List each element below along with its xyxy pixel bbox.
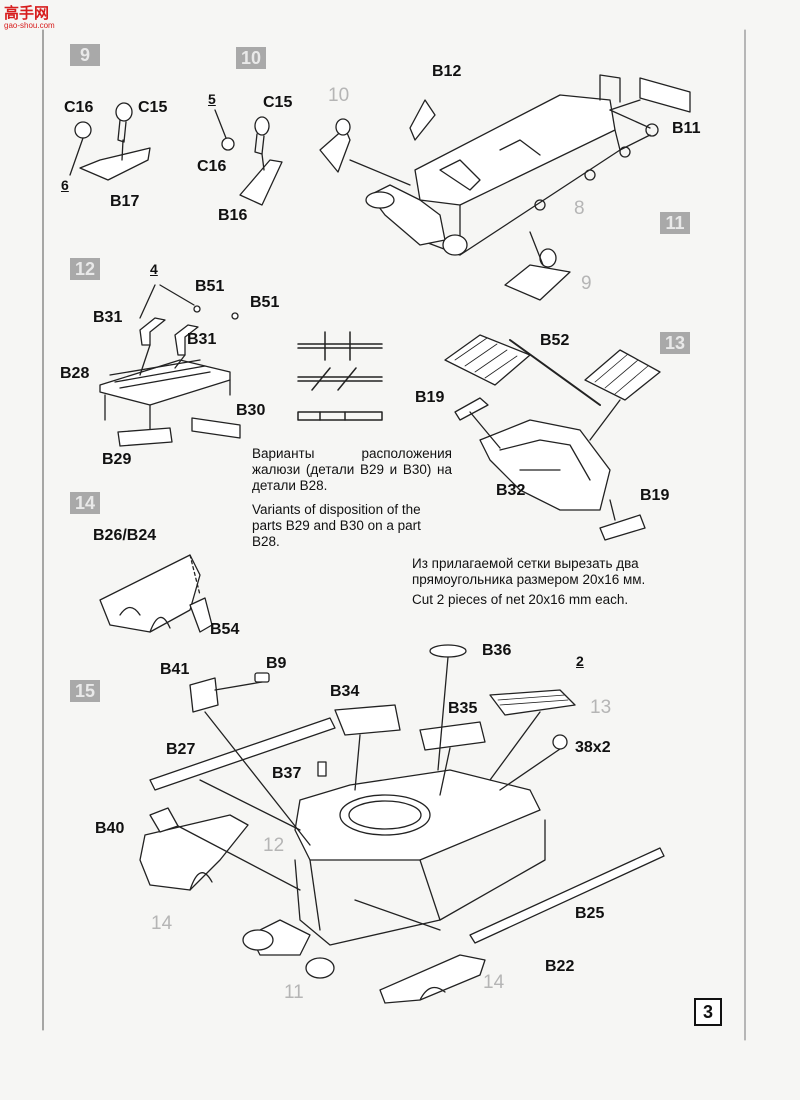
ref-step-14: 14: [151, 913, 173, 934]
part-label-b36: B36: [482, 642, 512, 659]
part-label-b26-b24: B26/B24: [93, 527, 157, 544]
step-badge-9: 9: [70, 44, 100, 66]
step-badge-10: 10: [236, 47, 266, 69]
part-label-c15: C15: [138, 99, 168, 116]
part-label-c16: C16: [64, 99, 94, 116]
quantity-2: 2: [576, 653, 584, 669]
ref-step-12: 12: [263, 835, 285, 856]
step-badge-11: 11: [660, 212, 690, 234]
quantity-5: 5: [208, 91, 216, 107]
part-label-b12: B12: [432, 63, 462, 80]
ref-step-9: 9: [581, 273, 592, 294]
part-label-b28: B28: [60, 365, 90, 382]
part-label-b31: B31: [187, 331, 217, 348]
part-label-b31: B31: [93, 309, 123, 326]
part-label-b19: B19: [640, 487, 670, 504]
note-net-en: Cut 2 pieces of net 20x16 mm each.: [412, 592, 629, 607]
part-label-38x2: 38x2: [575, 739, 611, 756]
ref-step-10: 10: [328, 85, 350, 106]
part-label-b35: B35: [448, 700, 478, 717]
quantity-4: 4: [150, 261, 158, 277]
part-label-b22: B22: [545, 958, 575, 975]
ref-step-14: 14: [483, 972, 505, 993]
note-louver-ru: Варианты расположения жалюзи (детали B29…: [252, 446, 452, 493]
part-label-b9: B9: [266, 655, 287, 672]
step14-fender-drawing: [99, 554, 213, 633]
louver-variants-diagram: [297, 331, 383, 421]
part-label-b34: B34: [330, 683, 360, 700]
part-label-b41: B41: [160, 661, 190, 678]
part-label-b19: B19: [415, 389, 445, 406]
note-net-ru: Из прилагаемой сетки вырезать два прямоу…: [412, 556, 646, 587]
part-label-b51: B51: [250, 294, 280, 311]
part-label-c15: C15: [263, 94, 293, 111]
watermark-site: gao-shou.com: [4, 21, 55, 30]
ref-step-11: 11: [284, 982, 304, 1003]
part-label-b32: B32: [496, 482, 526, 499]
watermark-logo: 高手网 gao-shou.com: [4, 6, 55, 30]
part-label-b25: B25: [575, 905, 605, 922]
step-badge-15: 15: [70, 680, 100, 702]
part-label-b54: B54: [210, 621, 240, 638]
quantity-6: 6: [61, 177, 69, 193]
part-label-b29: B29: [102, 451, 132, 468]
part-label-b16: B16: [218, 207, 248, 224]
step11-chassis-drawing: [319, 74, 691, 301]
step-badge-14: 14: [70, 492, 100, 514]
watermark-text: 高手网: [4, 5, 50, 22]
part-label-b30: B30: [236, 402, 266, 419]
step12-louvers-drawing: [99, 284, 241, 447]
step15-hull-drawing: [139, 644, 665, 1004]
part-label-b52: B52: [540, 332, 570, 349]
part-label-b17: B17: [110, 193, 140, 210]
part-label-b40: B40: [95, 820, 125, 837]
part-label-b37: B37: [272, 765, 302, 782]
part-label-b27: B27: [166, 741, 196, 758]
part-label-b11: B11: [672, 120, 701, 137]
step-badge-12: 12: [70, 258, 100, 280]
ref-step-8: 8: [574, 198, 585, 219]
step-badge-13: 13: [660, 332, 690, 354]
step9-drawing: [69, 102, 151, 181]
step13-radiator-drawing: [444, 334, 661, 541]
note-louver-en: Variants of disposition of the parts B29…: [252, 502, 421, 549]
ref-step-13: 13: [590, 697, 612, 718]
step10-drawing: [214, 109, 283, 206]
part-label-b51: B51: [195, 278, 225, 295]
part-label-c16: C16: [197, 158, 227, 175]
page-number: 3: [694, 998, 722, 1026]
